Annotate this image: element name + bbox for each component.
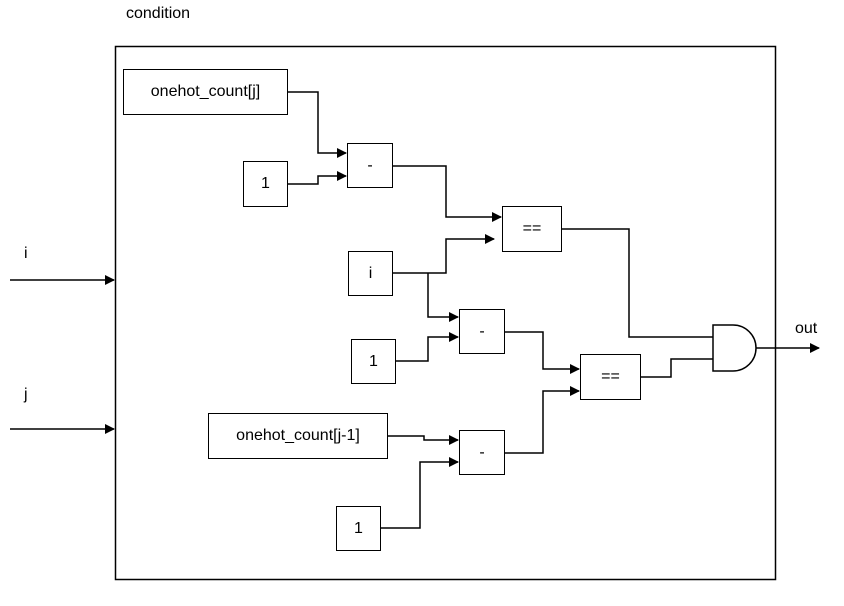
subtract-block-c: - <box>459 430 505 475</box>
const-one-block-b: 1 <box>351 339 396 384</box>
wire-i-to-eq-a <box>393 234 495 274</box>
subtract-block-b: - <box>459 309 505 354</box>
and-gate-shape <box>712 324 757 372</box>
equals-block-a: == <box>502 206 562 252</box>
const-one-block-c: 1 <box>336 506 381 551</box>
diagram-title: condition <box>126 5 191 22</box>
wire-sub-b-to-eq-b <box>505 331 580 374</box>
wire-onehot-j-to-sub-a <box>288 91 347 158</box>
const-one-block-a: 1 <box>243 161 288 207</box>
wire-const1b-to-sub-b <box>396 332 459 362</box>
input-label-i: i <box>24 245 28 262</box>
i-value-block: i <box>348 251 393 296</box>
wire-const1c-to-sub-c <box>381 457 459 529</box>
wire-sub-a-to-eq-a <box>393 165 502 222</box>
wire-sub-c-to-eq-b <box>505 386 580 454</box>
output-label-out: out <box>795 320 818 337</box>
condition-container <box>114 45 777 581</box>
equals-block-b: == <box>580 354 641 400</box>
wire-const1a-to-sub-a <box>288 171 347 185</box>
subtract-block-a: - <box>347 143 393 188</box>
wire-i-to-sub-b <box>427 273 459 322</box>
wire-eq-a-to-and <box>562 228 713 338</box>
input-label-j: j <box>24 386 28 403</box>
wire-onehot-j1-to-sub-c <box>388 435 459 445</box>
onehot-count-j-block: onehot_count[j] <box>123 69 288 115</box>
onehot-count-j-minus-1-block: onehot_count[j-1] <box>208 413 388 459</box>
wire-eq-b-to-and <box>641 358 713 378</box>
